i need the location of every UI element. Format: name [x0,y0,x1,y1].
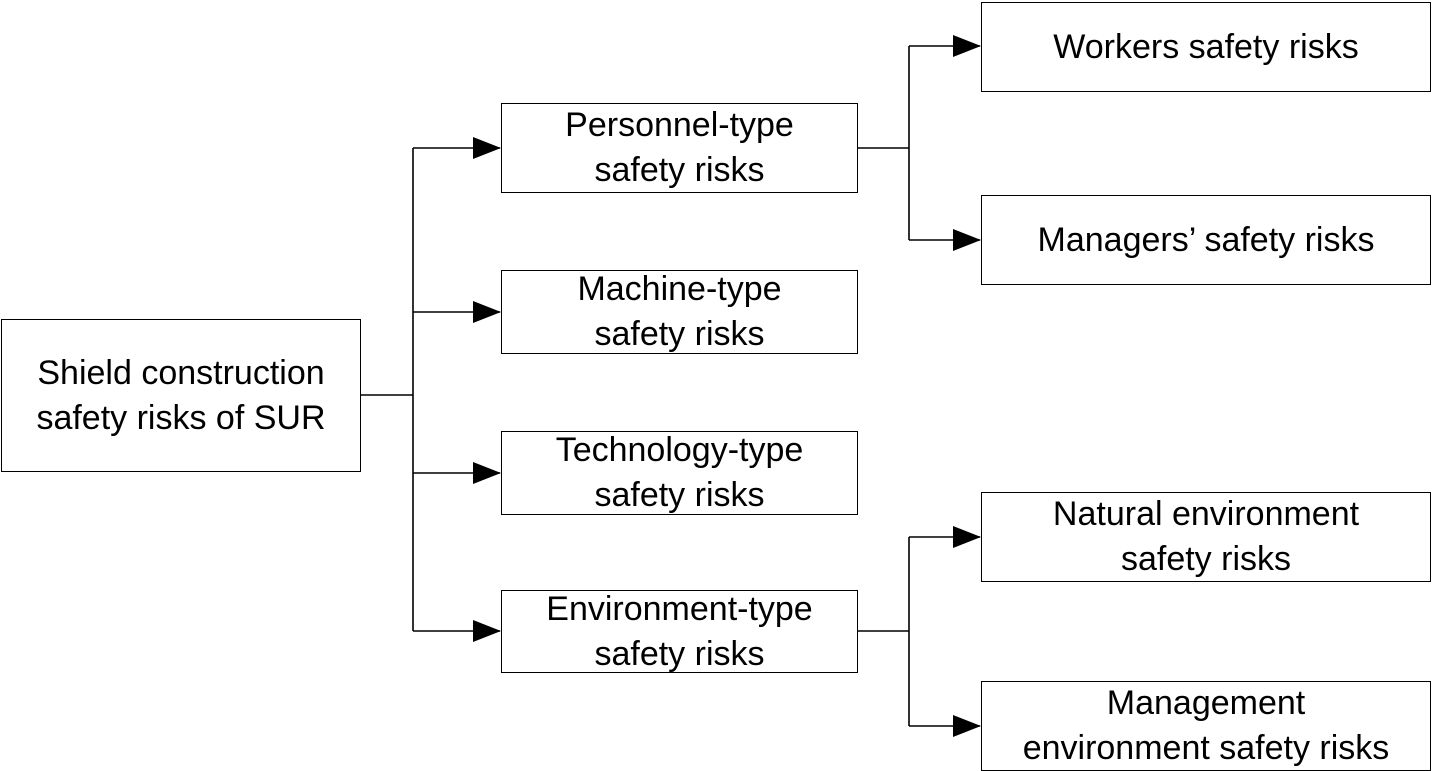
branch-node-technology-type: Technology-type safety risks [501,431,858,515]
leaf-node-workers-safety-risks: Workers safety risks [981,2,1431,92]
root-node-line-2: safety risks of SUR [36,398,326,437]
leaf-natural-line-1: Natural environment [1052,495,1360,533]
leaf-management-line-2: environment safety risks [1022,729,1390,767]
branch-machine-line-2: safety risks [594,315,765,353]
leaf-management-line-1: Management [1106,684,1306,722]
branch-environment-line-1: Environment-type [546,589,813,628]
branch-environment-line-2: safety risks [594,634,765,673]
branch-personnel-line-1: Personnel-type [565,106,794,144]
root-node-line-1: Shield construction [37,353,325,392]
leaf-node-management-environment-safety-risks: Management environment safety risks [981,681,1431,771]
leaf-natural-line-2: safety risks [1120,540,1292,578]
branch-node-personnel-type: Personnel-type safety risks [501,103,858,193]
leaf-managers-line-1: Managers’ safety risks [1037,220,1375,259]
leaf-workers-line-1: Workers safety risks [1053,27,1359,66]
branch-machine-line-1: Machine-type [577,270,782,308]
branch-node-machine-type: Machine-type safety risks [501,270,858,354]
leaf-node-managers-safety-risks: Managers’ safety risks [981,195,1431,285]
root-node-shield-construction-safety-risks: Shield construction safety risks of SUR [1,319,361,472]
branch-node-environment-type: Environment-type safety risks [501,590,858,673]
branch-technology-line-1: Technology-type [555,431,804,469]
branch-personnel-line-2: safety risks [594,151,765,189]
branch-technology-line-2: safety risks [594,476,765,514]
leaf-node-natural-environment-safety-risks: Natural environment safety risks [981,492,1431,582]
